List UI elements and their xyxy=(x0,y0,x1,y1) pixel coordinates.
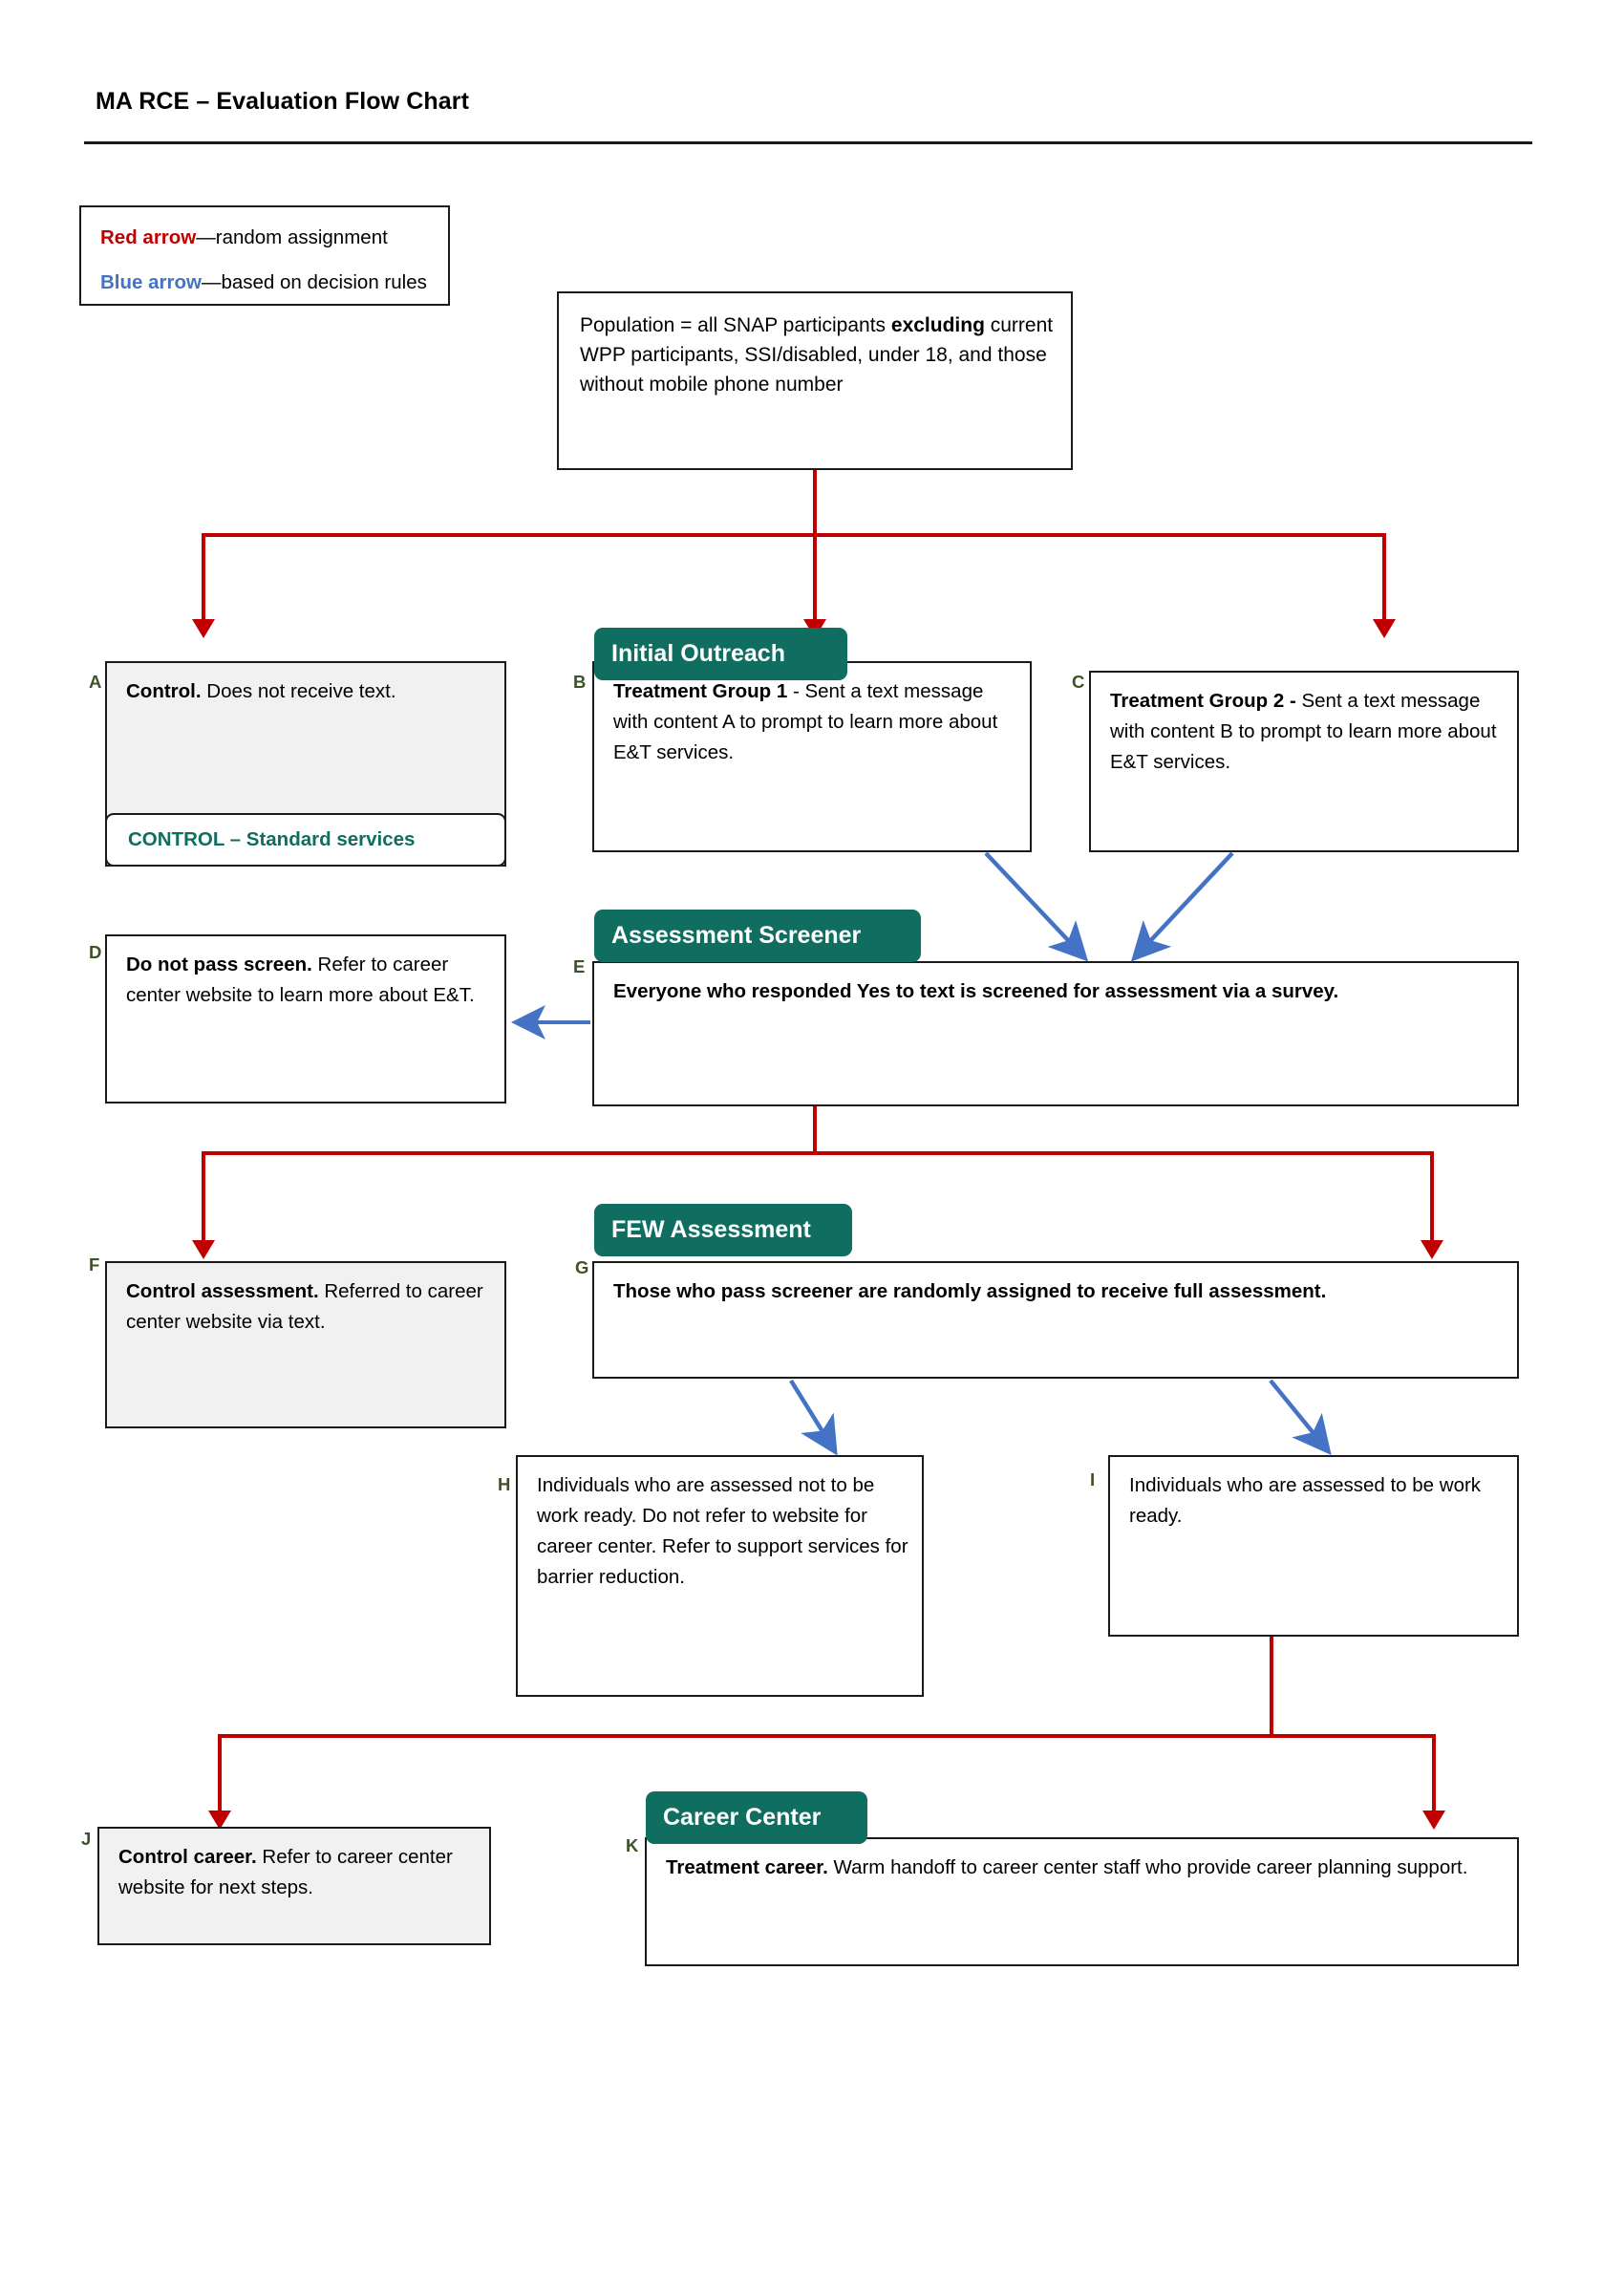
population-box: Population = all SNAP participants exclu… xyxy=(557,291,1073,470)
connector-pop-bar xyxy=(202,533,1386,537)
tag-j: J xyxy=(81,1829,92,1849)
connector-to-b xyxy=(813,533,817,624)
legend-key-blue: Blue arrow xyxy=(100,271,202,293)
not-work-ready-text: Individuals who are assessed not to be w… xyxy=(537,1474,908,1588)
control-standard-services-label: CONTROL – Standard services xyxy=(105,813,506,867)
connector-to-c xyxy=(1382,533,1386,624)
control-standard-services-text: CONTROL – Standard services xyxy=(128,828,416,850)
arrowhead-to-g xyxy=(1421,1240,1443,1259)
stage-pill-few-assessment-label: FEW Assessment xyxy=(611,1216,811,1243)
arrowhead-to-k xyxy=(1422,1811,1445,1830)
tag-g: G xyxy=(575,1257,589,1277)
treatment-career-box: Treatment career. Warm handoff to career… xyxy=(645,1837,1519,1966)
connector-to-f xyxy=(202,1151,205,1245)
full-assessment-text: Those who pass screener are randomly ass… xyxy=(613,1280,1327,1302)
tag-d: D xyxy=(89,942,102,962)
tag-i: I xyxy=(1090,1469,1096,1489)
work-ready-text: Individuals who are assessed to be work … xyxy=(1129,1474,1482,1527)
screened-for-assessment-text: Everyone who responded Yes to text is sc… xyxy=(613,980,1339,1002)
treatment-group-2-text: Treatment Group 2 - Sent a text message … xyxy=(1110,690,1497,773)
legend-box: Red arrow—random assignment Blue arrow—b… xyxy=(79,205,450,306)
stage-pill-assessment-screener-label: Assessment Screener xyxy=(611,922,862,949)
screened-for-assessment-box: Everyone who responded Yes to text is sc… xyxy=(592,961,1519,1106)
tag-f: F xyxy=(89,1254,100,1275)
page-title: MA RCE – Evaluation Flow Chart xyxy=(96,88,470,115)
blue-arrow-b-to-e xyxy=(984,851,1089,962)
connector-to-k xyxy=(1432,1734,1436,1815)
connector-e-bar xyxy=(202,1151,1434,1155)
connector-to-a xyxy=(202,533,205,624)
tag-b: B xyxy=(573,672,587,692)
tag-k: K xyxy=(626,1835,639,1855)
tag-e: E xyxy=(573,956,586,976)
treatment-group-2-box: Treatment Group 2 - Sent a text message … xyxy=(1089,671,1519,852)
stage-pill-career-center-label: Career Center xyxy=(663,1804,822,1831)
blue-arrow-g-to-i xyxy=(1269,1379,1332,1455)
tag-c: C xyxy=(1072,672,1085,692)
stage-pill-few-assessment: FEW Assessment xyxy=(594,1204,852,1256)
work-ready-box: Individuals who are assessed to be work … xyxy=(1108,1455,1519,1637)
blue-arrow-g-to-h xyxy=(789,1379,838,1456)
blue-arrow-c-to-e xyxy=(1130,851,1234,962)
do-not-pass-screen-box: Do not pass screen. Refer to career cent… xyxy=(105,934,506,1104)
legend-item-red-arrow: Red arrow—random assignment xyxy=(100,226,388,249)
connector-e-stem xyxy=(813,1106,817,1154)
connector-i-bar xyxy=(218,1734,1436,1738)
control-assessment-box: Control assessment. Referred to career c… xyxy=(105,1261,506,1428)
connector-pop-stem xyxy=(813,470,817,535)
stage-pill-career-center: Career Center xyxy=(646,1791,867,1844)
control-career-box: Control career. Refer to career center w… xyxy=(97,1827,491,1945)
tag-a: A xyxy=(89,672,102,692)
tag-h: H xyxy=(498,1474,511,1494)
arrowhead-to-f xyxy=(192,1240,215,1259)
treatment-group-1-box: Treatment Group 1 - Sent a text message … xyxy=(592,661,1032,852)
arrowhead-to-a xyxy=(192,619,215,638)
do-not-pass-screen-text: Do not pass screen. Refer to career cent… xyxy=(126,954,475,1006)
treatment-group-1-text: Treatment Group 1 - Sent a text message … xyxy=(613,680,998,763)
control-career-text: Control career. Refer to career center w… xyxy=(118,1846,453,1898)
connector-to-j xyxy=(218,1734,222,1815)
full-assessment-box: Those who pass screener are randomly ass… xyxy=(592,1261,1519,1379)
connector-to-g xyxy=(1430,1151,1434,1245)
not-work-ready-box: Individuals who are assessed not to be w… xyxy=(516,1455,924,1697)
legend-text-blue: —based on decision rules xyxy=(201,271,427,293)
legend-key-red: Red arrow xyxy=(100,226,197,248)
stage-pill-assessment-screener: Assessment Screener xyxy=(594,910,921,962)
arrowhead-to-j xyxy=(208,1811,231,1830)
connector-i-stem xyxy=(1270,1637,1273,1737)
legend-item-blue-arrow: Blue arrow—based on decision rules xyxy=(100,271,427,294)
legend-text-red: —random assignment xyxy=(196,226,388,248)
stage-pill-initial-outreach: Initial Outreach xyxy=(594,628,847,680)
control-box-text: Control. Does not receive text. xyxy=(126,680,396,702)
arrowhead-to-c xyxy=(1373,619,1396,638)
control-assessment-text: Control assessment. Referred to career c… xyxy=(126,1280,483,1333)
stage-pill-initial-outreach-label: Initial Outreach xyxy=(611,640,785,667)
title-divider xyxy=(84,141,1532,144)
treatment-career-text: Treatment career. Warm handoff to career… xyxy=(666,1856,1468,1878)
population-text: Population = all SNAP participants exclu… xyxy=(580,314,1054,396)
